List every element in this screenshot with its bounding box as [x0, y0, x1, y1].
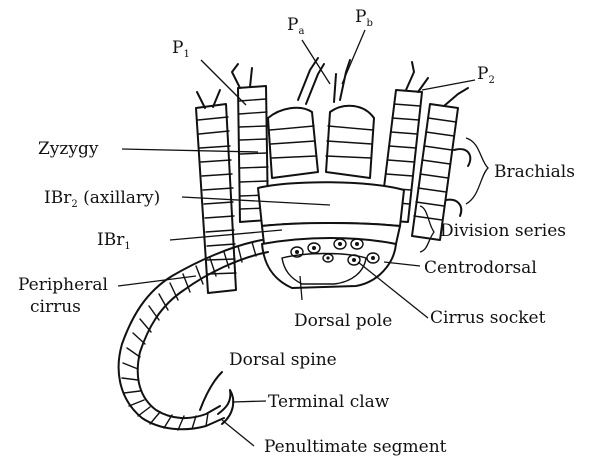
label-dorsal-spine: Dorsal spine: [229, 350, 337, 370]
leader-penultimate: [222, 420, 254, 446]
dorsal-spine: [200, 372, 222, 410]
label-pa: Pa: [287, 15, 304, 37]
label-dorsal-pole: Dorsal pole: [294, 311, 392, 331]
arm-center-left: [268, 58, 324, 178]
division-series-bracket: [420, 206, 434, 252]
label-terminal-claw: Terminal claw: [268, 392, 390, 412]
leader-zyzygy: [122, 149, 258, 152]
label-penultimate-segment: Penultimate segment: [264, 437, 447, 457]
leader-peripheral-cirrus: [118, 276, 196, 286]
leader-cirrus-socket: [358, 262, 428, 318]
label-pb: Pb: [355, 7, 373, 29]
label-centrodorsal: Centrodorsal: [424, 258, 537, 278]
label-division-series: Division series: [440, 221, 566, 241]
crinoid-drawing: [119, 58, 471, 430]
label-ibr1: IBr1: [97, 230, 131, 252]
arm-center-right: [326, 60, 374, 178]
brachials-bracket: [466, 138, 488, 204]
label-p1: P1: [172, 38, 190, 60]
arm-left-outer: [196, 90, 236, 293]
label-brachials: Brachials: [494, 162, 575, 182]
axillary-plate: [258, 182, 404, 226]
label-p2: P2: [477, 64, 495, 86]
label-peripheral-cirrus-line1: Peripheral: [18, 275, 108, 295]
label-ibr2: IBr2 (axillary): [44, 188, 160, 210]
leader-p1: [201, 60, 246, 105]
leader-pb: [342, 30, 365, 84]
label-peripheral-cirrus-line2: cirrus: [30, 297, 81, 317]
leader-terminal-claw: [232, 401, 266, 402]
label-cirrus-socket: Cirrus socket: [430, 308, 546, 328]
label-zyzygy: Zyzygy: [38, 139, 99, 159]
